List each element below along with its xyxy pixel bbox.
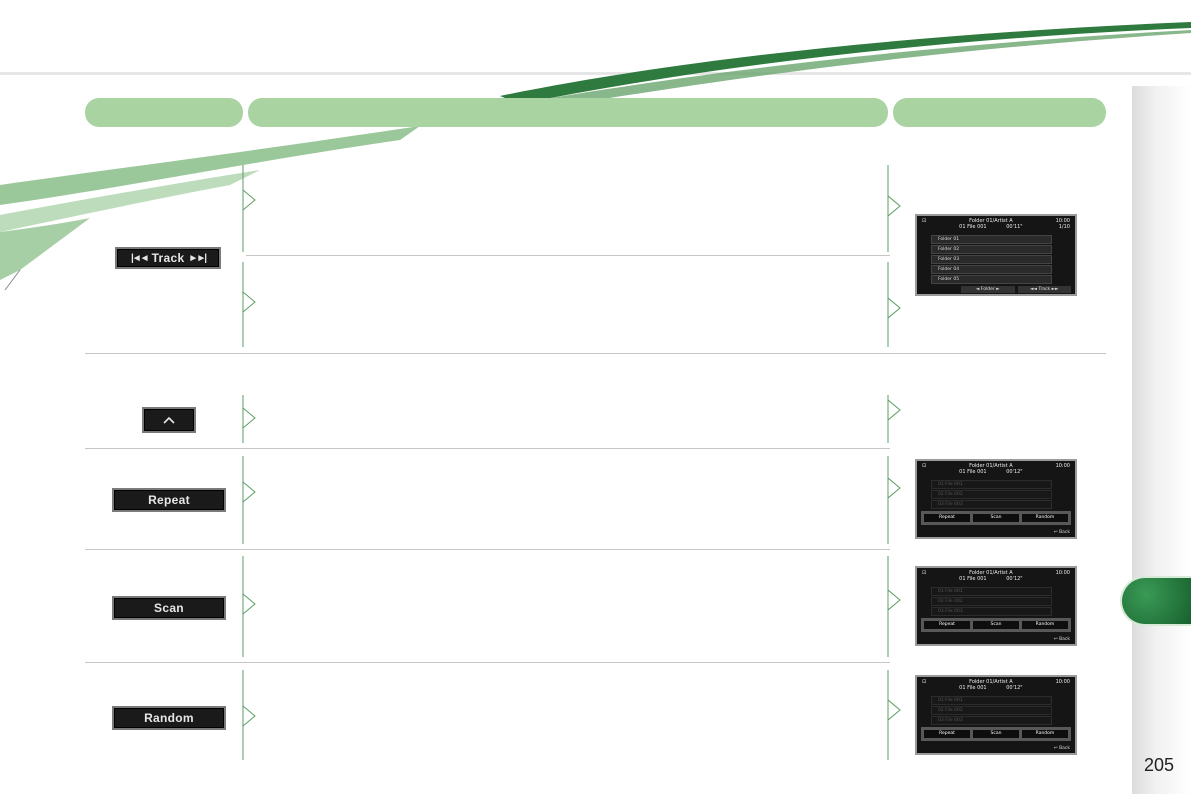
chevron-up-icon [163,416,175,424]
options-menu: Repeat Scan Random [921,618,1071,632]
back-label: Back [1059,637,1070,642]
list-item: 03 File 003 [931,716,1052,725]
header-pill-middle [248,98,888,127]
repeat-menu-screenshot: ⊡ Folder 01/Artist A 01 File 001 00'12" … [915,459,1077,539]
folder-title: Folder 01/Artist A [969,679,1013,685]
random-menu-screenshot: ⊡ Folder 01/Artist A 01 File 001 00'12" … [915,675,1077,755]
track-nav-button[interactable]: ◄◄ Track ►► [1017,286,1071,293]
random-option[interactable]: Random [1022,621,1068,629]
track-time: 00'11" [1006,224,1023,230]
back-button[interactable]: ↩ Back [1053,746,1070,751]
repeat-option[interactable]: Repeat [924,621,970,629]
random-option[interactable]: Random [1022,514,1068,522]
list-item[interactable]: Folder 02 [931,245,1052,254]
file-title: 01 File 001 [959,224,987,230]
back-label: Back [1059,530,1070,535]
back-button[interactable]: ↩ Back [1053,637,1070,642]
scan-button[interactable]: Scan [112,596,226,620]
screen-header: ⊡ Folder 01/Artist A 01 File 001 00'12" … [917,568,1075,586]
track-time: 00'12" [1006,685,1023,691]
screen-header: ⊡ Folder 01/Artist A 01 File 001 00'11" … [917,216,1075,234]
folder-nav-button[interactable]: ◄ Folder ► [961,286,1015,293]
list-item[interactable]: Folder 04 [931,265,1052,274]
file-title: 01 File 001 [959,576,987,582]
list-item: 01 File 001 [931,587,1052,596]
header-band [0,72,1191,75]
clock: 10:00 [1055,570,1070,576]
scan-option[interactable]: Scan [973,514,1019,522]
list-item: 02 File 002 [931,706,1052,715]
cd-icon: ⊡ [922,463,927,469]
list-item: 03 File 003 [931,607,1052,616]
repeat-option[interactable]: Repeat [924,514,970,522]
track-button[interactable]: |◄◄ Track ►►| [115,247,221,269]
separator [246,255,890,256]
back-button[interactable]: ↩ Back [1053,530,1070,535]
scan-option[interactable]: Scan [973,730,1019,738]
header-pill-right [893,98,1106,127]
folder-title: Folder 01/Artist A [969,463,1013,469]
track-time: 00'12" [1006,469,1023,475]
skip-forward-icon: ►►| [188,252,207,264]
clock: 10:00 [1055,218,1070,224]
cd-icon: ⊡ [922,218,927,224]
random-button[interactable]: Random [112,706,226,730]
list-item: 02 File 002 [931,597,1052,606]
up-button[interactable] [142,407,196,433]
separator [85,662,890,663]
list-item: 01 File 001 [931,480,1052,489]
list-item[interactable]: Folder 05 [931,275,1052,284]
track-button-label: Track [151,251,185,265]
cd-icon: ⊡ [922,570,927,576]
file-title: 01 File 001 [959,685,987,691]
counter: 1/10 [1058,224,1070,230]
screen-header: ⊡ Folder 01/Artist A 01 File 001 00'12" … [917,677,1075,695]
options-menu: Repeat Scan Random [921,727,1071,741]
list-item: 02 File 002 [931,490,1052,499]
clock: 10:00 [1055,679,1070,685]
list-item: 01 File 001 [931,696,1052,705]
list-item[interactable]: Folder 01 [931,235,1052,244]
skip-back-icon: |◄◄ [130,252,150,264]
file-title: 01 File 001 [959,469,987,475]
scan-option[interactable]: Scan [973,621,1019,629]
side-strip [1132,86,1191,794]
folder-list-screenshot: ⊡ Folder 01/Artist A 01 File 001 00'11" … [915,214,1077,296]
repeat-button[interactable]: Repeat [112,488,226,512]
separator [85,353,1106,354]
repeat-option[interactable]: Repeat [924,730,970,738]
header-pill-left [85,98,243,127]
scan-menu-screenshot: ⊡ Folder 01/Artist A 01 File 001 00'12" … [915,566,1077,646]
separator [85,448,890,449]
track-time: 00'12" [1006,576,1023,582]
random-option[interactable]: Random [1022,730,1068,738]
page-number: 205 [1144,755,1175,775]
folder-title: Folder 01/Artist A [969,570,1013,576]
chapter-tab [1122,578,1191,624]
cd-icon: ⊡ [922,679,927,685]
options-menu: Repeat Scan Random [921,511,1071,525]
back-label: Back [1059,746,1070,751]
list-item[interactable]: Folder 03 [931,255,1052,264]
folder-title: Folder 01/Artist A [969,218,1013,224]
separator [85,549,890,550]
clock: 10:00 [1055,463,1070,469]
list-item: 03 File 003 [931,500,1052,509]
screen-header: ⊡ Folder 01/Artist A 01 File 001 00'12" … [917,461,1075,479]
